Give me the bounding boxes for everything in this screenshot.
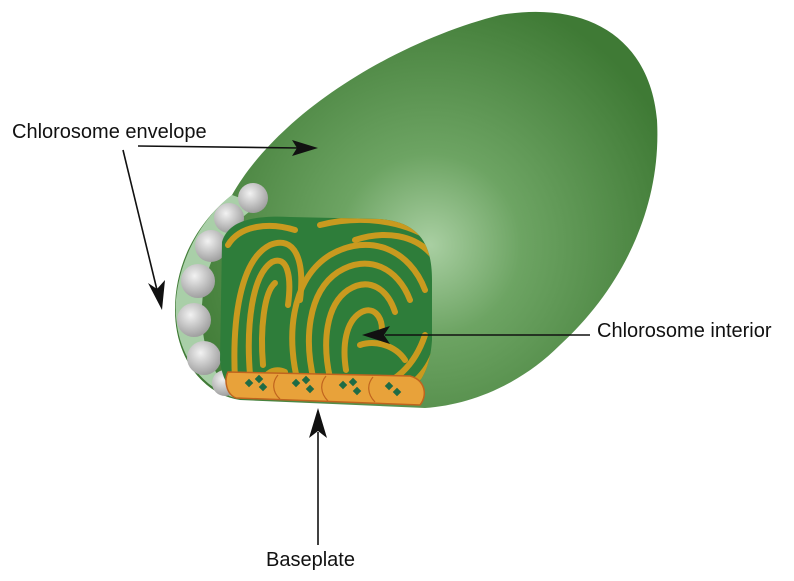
envelope-arrow-down xyxy=(123,150,165,310)
chlorosome-envelope-label: Chlorosome envelope xyxy=(12,122,207,142)
baseplate-label: Baseplate xyxy=(266,550,355,570)
chlorosome-interior-shape xyxy=(220,217,435,398)
chlorosome-interior-label: Chlorosome interior xyxy=(597,321,772,341)
baseplate-arrow xyxy=(309,408,327,545)
